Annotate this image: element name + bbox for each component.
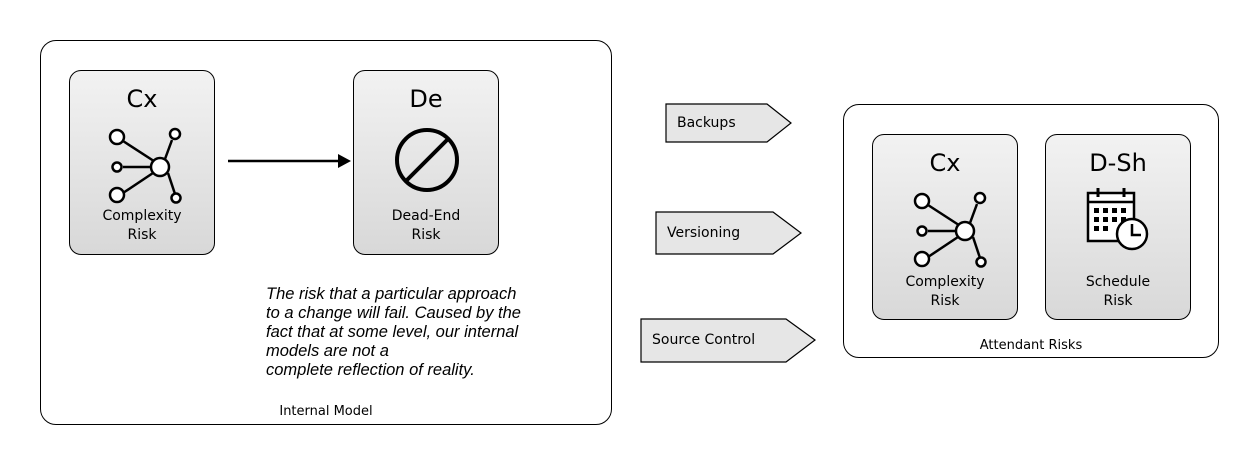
risk-name-line2: Risk — [127, 227, 157, 243]
no-entry-icon — [395, 128, 459, 192]
risk-name-line1: Complexity — [102, 208, 182, 224]
risk-code: Cx — [929, 149, 961, 177]
calendar-clock-icon — [1086, 188, 1149, 251]
risk-code: De — [409, 85, 443, 113]
complexity-network-icon — [108, 127, 182, 204]
risk-name-line1: Dead-End — [391, 208, 461, 224]
risk-code: D-Sh — [1089, 149, 1147, 177]
complexity-risk-card: Cx Complexity Risk — [872, 134, 1018, 320]
risk-name-line2: Risk — [411, 227, 441, 243]
dead-end-risk-card: De Dead-End Risk — [353, 70, 499, 255]
risk-name-line1: Complexity — [905, 274, 985, 290]
backups-tag: Backups — [665, 103, 793, 143]
tag-label: Versioning — [667, 225, 741, 241]
source-control-tag: Source Control — [640, 318, 817, 363]
attendant-risks-label: Attendant Risks — [979, 338, 1083, 353]
dead-end-description: The risk that a particular approach to a… — [266, 285, 521, 379]
internal-model-label: Internal Model — [279, 404, 373, 419]
complexity-network-icon — [913, 191, 987, 268]
risk-name-line2: Risk — [1103, 293, 1133, 309]
complexity-risk-card: Cx Complexity Risk — [69, 70, 215, 255]
tag-label: Source Control — [652, 332, 756, 348]
schedule-risk-card: D-Sh Schedule Risk — [1045, 134, 1191, 320]
risk-name-line1: Schedule — [1085, 274, 1151, 290]
risk-code: Cx — [126, 85, 158, 113]
arrow-connector — [228, 154, 351, 168]
tag-label: Backups — [677, 115, 736, 131]
risk-name-line2: Risk — [930, 293, 960, 309]
versioning-tag: Versioning — [655, 211, 803, 255]
